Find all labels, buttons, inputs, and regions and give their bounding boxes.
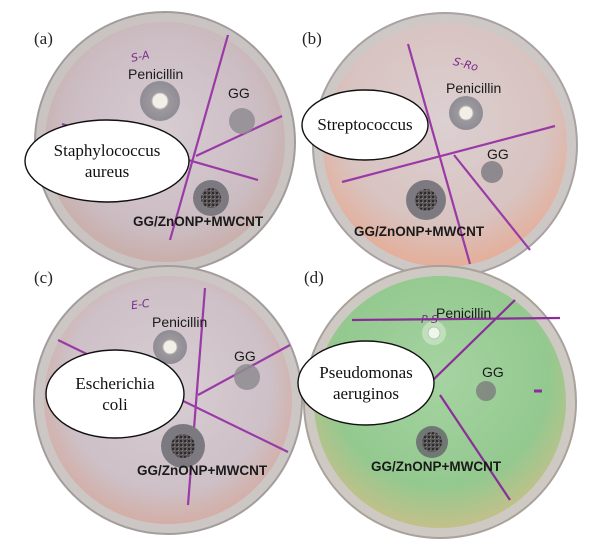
plate-c-divider (186, 287, 207, 506)
panel-letter-c: (c) (34, 268, 53, 287)
plate-c-composite-disc (171, 434, 195, 458)
organism-name-line: Streptococcus (317, 115, 413, 134)
organism-name-line: Pseudomonas (319, 363, 413, 382)
organism-label-a: Staphylococcus aureus (35, 140, 179, 182)
plate-c-gg-disc (234, 364, 260, 390)
plate-a-divider (168, 34, 230, 241)
plate-b-penicillin-label: Penicillin (446, 80, 502, 96)
plate-d-gg-disc (476, 381, 496, 401)
plate-d-composite-label: GG/ZnONP+MWCNT (371, 459, 502, 474)
organism-name-line: coli (102, 395, 128, 414)
plate-d-agar (314, 276, 566, 528)
plate-c-gg-label: GG (234, 348, 256, 364)
organism-ellipse-d (297, 340, 435, 426)
plate-b-agar (323, 23, 567, 267)
panel-letter-b: (b) (302, 29, 322, 48)
plate-b-composite-label: GG/ZnONP+MWCNT (354, 224, 485, 239)
plate-b-gg-disc (481, 161, 503, 183)
plate-a-penicillin-label: Penicillin (128, 66, 184, 82)
organism-ellipse-c (45, 349, 185, 439)
plate-d-handwritten-mark: P-S (421, 313, 438, 326)
plate-d-penicillin-label: Penicillin (436, 305, 492, 321)
organism-label-c: Escherichia coli (52, 373, 178, 415)
plate-d-divider (351, 316, 561, 322)
plate-b-divider (341, 124, 556, 184)
organism-label-d: Pseudomonas aeruginos (304, 362, 428, 404)
plate-b (312, 12, 578, 278)
plate-d-divider (439, 394, 511, 501)
plate-b-divider (453, 154, 531, 251)
organism-name-line: Escherichia (75, 374, 155, 393)
plate-d-penicillin-disc (427, 326, 441, 340)
plate-a-composite-label: GG/ZnONP+MWCNT (133, 214, 264, 229)
plate-c-composite-label: GG/ZnONP+MWCNT (137, 463, 268, 478)
plate-d-composite-disc (422, 432, 442, 452)
plate-d (303, 265, 577, 539)
plate-a-divider (195, 115, 283, 157)
organism-name-line: aeruginos (332, 384, 400, 403)
organism-name-line: Staphylococcus (53, 141, 161, 160)
plate-a-gg-disc (229, 108, 255, 134)
plate-c-penicillin-label: Penicillin (152, 314, 208, 330)
panel-letter-d: (d) (304, 268, 324, 287)
plate-a-gg-label: GG (228, 85, 250, 101)
organism-ellipse-a (24, 119, 190, 203)
plate-b-gg-label: GG (487, 146, 509, 162)
plate-a-composite-disc (201, 188, 221, 208)
organism-ellipse-b (301, 89, 429, 161)
plate-b-composite-disc (415, 189, 437, 211)
plate-b-penicillin-disc (458, 105, 474, 121)
plate-b-divider (406, 43, 472, 265)
plate-c-handwritten-mark: E-C (130, 296, 151, 313)
organism-name-line: aureus (84, 162, 130, 181)
plate-c-penicillin-disc (162, 339, 178, 355)
organism-label-b: Streptococcus (306, 114, 424, 135)
plate-d-gg-label: GG (482, 364, 504, 380)
panel-letter-a: (a) (34, 29, 53, 48)
plate-a-penicillin-disc (151, 92, 169, 110)
